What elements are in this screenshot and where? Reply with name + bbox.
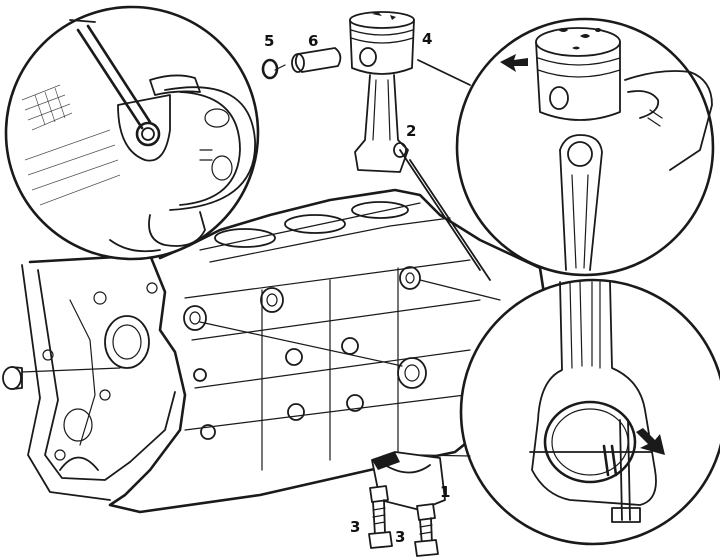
arrow-indicator-right — [636, 428, 665, 455]
callout-6: 6 — [308, 32, 318, 50]
callout-4: 4 — [422, 30, 432, 48]
callout-labels: 1 2 3 3 4 5 6 — [264, 30, 450, 546]
arrow-indicator-left — [500, 54, 528, 72]
detail-circle-piston-orientation — [455, 17, 715, 277]
snap-ring — [261, 58, 279, 80]
callout-3-right: 3 — [395, 528, 405, 546]
callout-3-left: 3 — [350, 518, 360, 536]
engine-block — [21, 188, 547, 514]
piston-pin — [291, 47, 342, 73]
bolt-right — [414, 503, 439, 557]
plug-left — [2, 366, 23, 390]
detail-circle-rod-cap — [459, 278, 720, 546]
detail-circle-pin-removal — [4, 5, 260, 261]
leader-lines — [274, 59, 491, 457]
callout-5: 5 — [264, 32, 274, 50]
callout-2: 2 — [406, 122, 416, 140]
bolt-left — [368, 485, 393, 549]
piston-rod-assembly — [349, 11, 415, 173]
bearing-axis-line — [21, 279, 501, 373]
callout-1: 1 — [440, 483, 450, 501]
